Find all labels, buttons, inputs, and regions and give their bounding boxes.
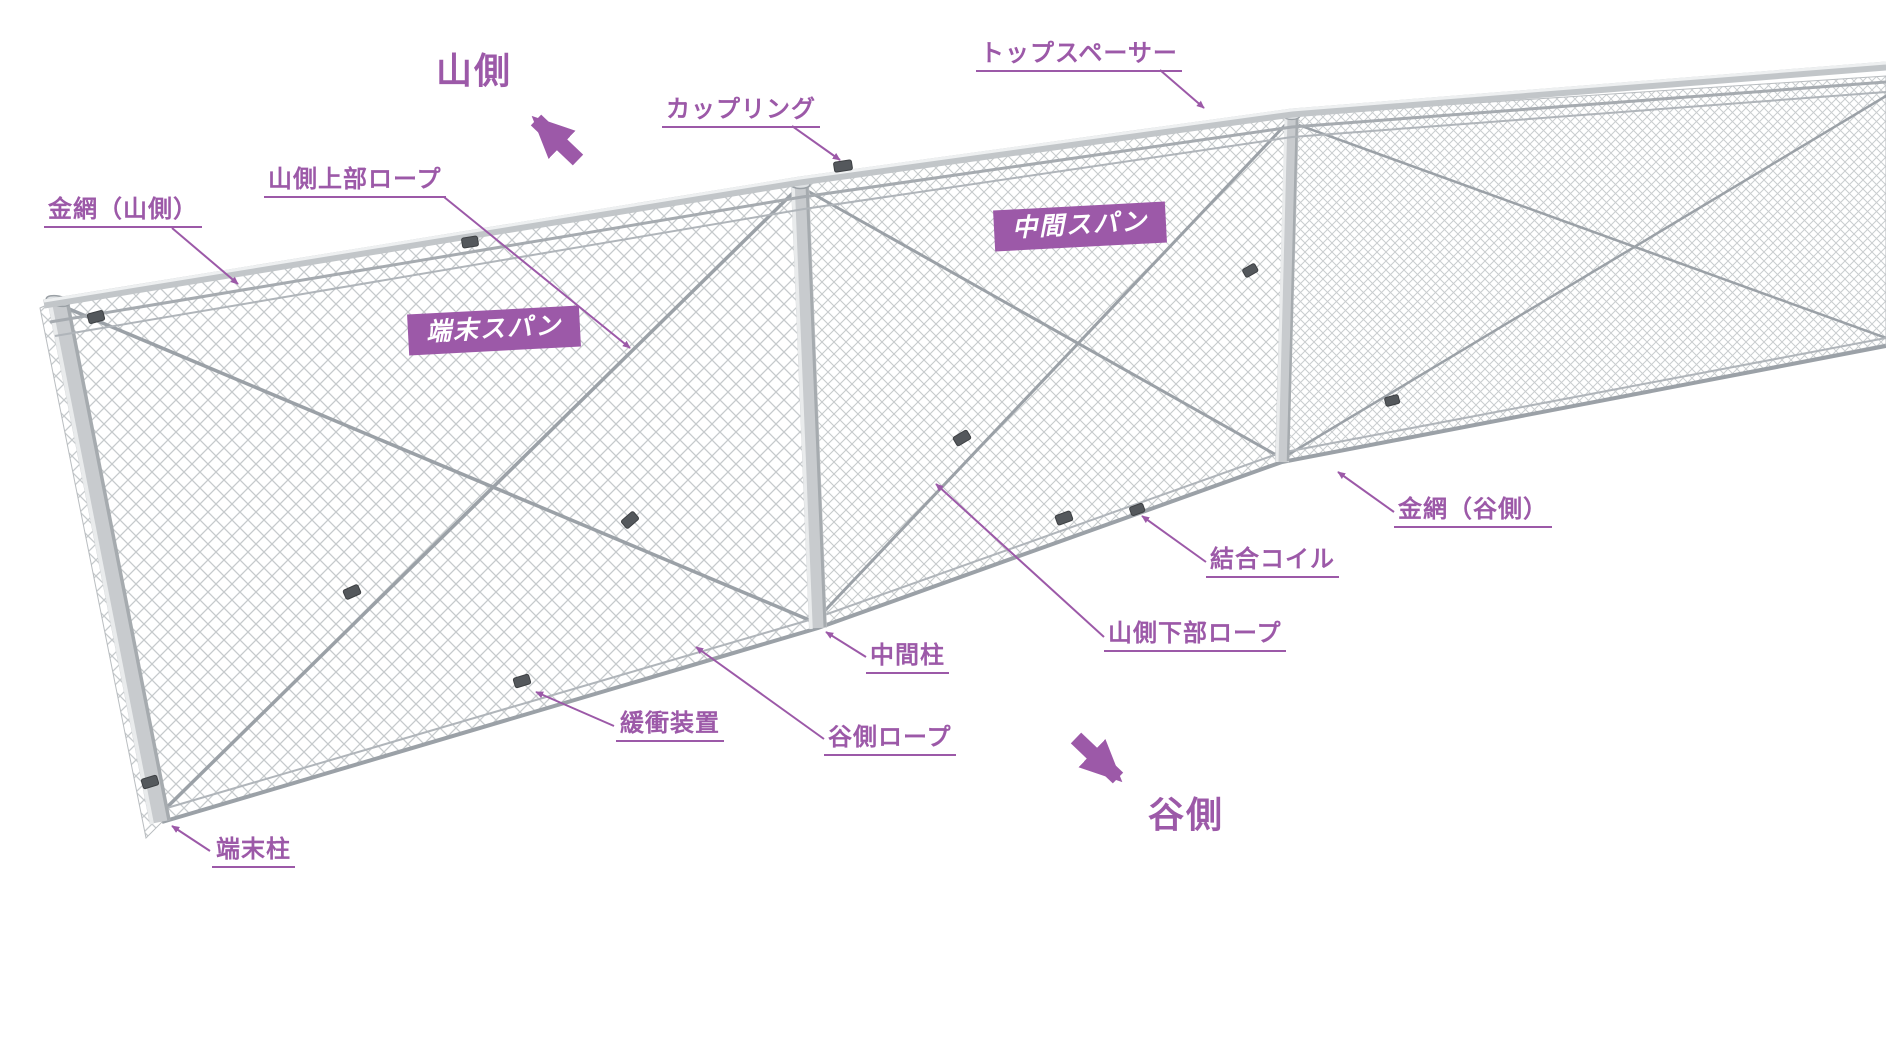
label-joint-coil: 結合コイル <box>1206 546 1339 579</box>
top-rail <box>43 61 1886 337</box>
joint-coil-hardware <box>1129 502 1146 517</box>
label-coupling: カップリング <box>662 96 820 129</box>
mountain-side-arrow-icon <box>530 114 584 166</box>
label-valley-rope: 谷側ロープ <box>824 724 956 757</box>
label-buffer-device: 緩衝装置 <box>616 710 724 743</box>
rope-hardware <box>86 159 1401 790</box>
label-mesh-valley: 金網（谷側） <box>1394 496 1552 529</box>
leader-mesh-mountain <box>171 227 239 285</box>
leader-mountain-lower-rope <box>935 483 1105 638</box>
leader-lines <box>171 69 1395 852</box>
leader-valley-rope <box>695 646 825 740</box>
label-mesh-mountain: 金網（山側） <box>44 196 202 229</box>
leader-mountain-upper-rope <box>443 196 631 349</box>
leader-buffer-device <box>535 691 615 727</box>
label-end-post: 端末柱 <box>212 836 295 869</box>
label-mountain-lower-rope: 山側下部ロープ <box>1104 620 1286 653</box>
direction-arrows <box>530 114 1124 784</box>
leader-end-post <box>171 825 211 852</box>
buffer-device-hardware <box>512 673 532 689</box>
coupling-hardware <box>833 159 853 173</box>
valley-side-arrow-icon <box>1070 732 1124 784</box>
diagonal-ropes <box>60 94 1886 818</box>
leader-mid-post <box>825 631 867 658</box>
label-mountain-upper-rope: 山側上部ロープ <box>264 166 446 199</box>
label-top-spacer: トップスペーサー <box>976 40 1182 73</box>
valley-side-rope <box>159 337 1886 824</box>
label-mid-post: 中間柱 <box>866 642 949 675</box>
valley-side-label: 谷側 <box>1148 795 1225 836</box>
leader-coupling <box>791 125 841 161</box>
mountain-side-label: 山側 <box>436 51 513 92</box>
leader-mesh-valley <box>1337 471 1395 513</box>
leader-joint-coil <box>1141 515 1207 563</box>
leader-top-spacer <box>1159 69 1205 109</box>
mountain-upper-rope-line <box>49 80 1886 324</box>
intermediate-post-graphic <box>789 178 827 630</box>
